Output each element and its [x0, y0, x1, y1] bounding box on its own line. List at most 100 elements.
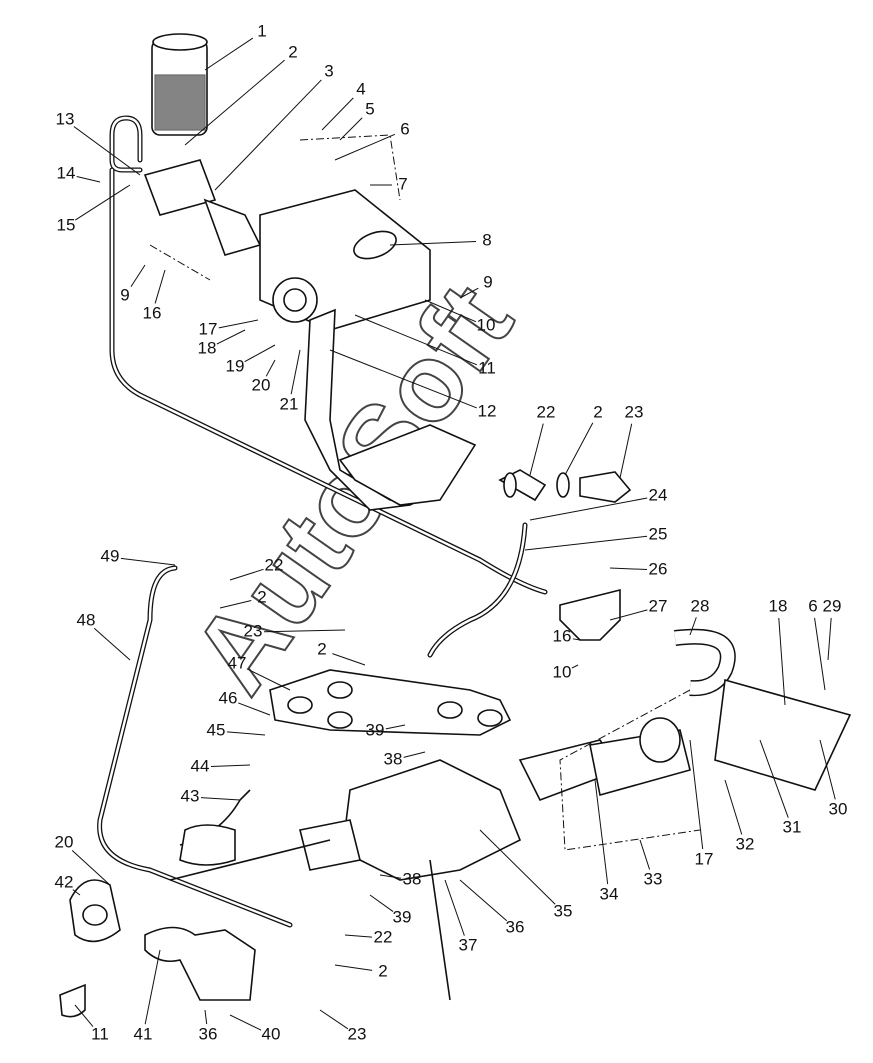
callout-number: 11 [91, 1024, 109, 1043]
callout-number: 6 [400, 119, 409, 138]
callout-number: 2 [378, 961, 387, 980]
pedal-pad [338, 424, 477, 506]
master-cylinder-body [143, 159, 217, 216]
leader-line [389, 240, 477, 246]
leader-line [724, 779, 743, 835]
callout-number: 32 [736, 834, 755, 853]
callout-number: 4 [356, 79, 365, 98]
callout-number: 36 [199, 1024, 218, 1043]
leader-line [459, 879, 508, 922]
leader-line [459, 287, 479, 299]
callout-number: 20 [252, 375, 271, 394]
callout-number: 19 [226, 356, 245, 375]
callout-number: 34 [600, 884, 619, 903]
leader-line [479, 829, 556, 905]
callout-number: 42 [55, 872, 74, 891]
callout-number: 16 [553, 626, 572, 645]
callout-number: 21 [280, 394, 299, 413]
leader-line [354, 314, 478, 366]
callout-number: 23 [244, 621, 263, 640]
callout-number: 2 [288, 42, 297, 61]
leader-line [689, 617, 697, 636]
leader-line [72, 889, 81, 896]
callout-number: 49 [101, 546, 120, 565]
callout-number: 1 [257, 21, 266, 40]
callout-number: 10 [553, 662, 572, 681]
leader-line [379, 874, 402, 879]
leader-line [778, 617, 786, 706]
leader-line [339, 117, 363, 141]
leader-line [290, 349, 301, 395]
leader-line [154, 269, 166, 304]
callout-number: 44 [191, 756, 210, 775]
callout-number: 17 [199, 319, 218, 338]
leader-line [814, 617, 826, 691]
leader-line [369, 894, 394, 912]
callout-number: 11 [478, 358, 496, 377]
leader-line [130, 264, 146, 288]
leader-line [144, 949, 161, 1025]
leader-line [216, 329, 246, 345]
leader-line [524, 535, 648, 551]
callout-number: 25 [649, 524, 668, 543]
leader-line [226, 731, 266, 736]
callout-number: 14 [57, 163, 76, 182]
leader-line [246, 668, 291, 691]
callout-number: 39 [393, 907, 412, 926]
callout-number: 22 [374, 927, 393, 946]
leader-line [218, 319, 259, 329]
leader-line [334, 964, 373, 971]
leader-line [385, 724, 406, 730]
lever [144, 926, 256, 1001]
leader-line [219, 600, 252, 609]
callout-number: 38 [403, 869, 422, 888]
callout-number: 9 [483, 272, 492, 291]
callout-number: 43 [181, 786, 200, 805]
callout-number: 16 [143, 303, 162, 322]
leader-line [571, 664, 579, 669]
banjo-bolt [579, 471, 632, 503]
callout-number: 38 [384, 749, 403, 768]
support-bracket [714, 678, 852, 791]
callout-number: 37 [459, 935, 478, 954]
callout-number: 3 [324, 61, 333, 80]
callout-number: 22 [537, 402, 556, 421]
callout-number: 2 [317, 639, 326, 658]
leader-line [572, 638, 581, 641]
leader-line [76, 176, 101, 183]
callout-number: 7 [398, 174, 407, 193]
callout-number: 2 [593, 402, 602, 421]
callout-number: 17 [695, 849, 714, 868]
leader-line [321, 97, 354, 131]
leader-line [200, 797, 241, 801]
callout-number: 9 [120, 285, 129, 304]
leader-line [74, 1004, 94, 1027]
callout-number: 46 [219, 688, 238, 707]
callout-number: 5 [365, 99, 374, 118]
callout-number: 23 [348, 1024, 367, 1043]
leader-line [529, 497, 648, 521]
leader-line [210, 764, 251, 768]
leader-line [204, 37, 254, 71]
callout-number: 45 [207, 720, 226, 739]
callout-number: 26 [649, 559, 668, 578]
leader-line [759, 739, 789, 818]
leader-line [93, 627, 131, 661]
leader-line [71, 850, 111, 886]
callout-number: 47 [228, 653, 247, 672]
slave-valve-body [344, 759, 522, 881]
leader-line [689, 739, 704, 850]
leader-lines [71, 37, 836, 1031]
leader-line [120, 557, 176, 566]
callout-number: 18 [769, 596, 788, 615]
callout-number: 30 [829, 799, 848, 818]
leader-line [332, 653, 366, 666]
leader-line [265, 359, 276, 377]
leader-line [184, 59, 285, 146]
leader-line [229, 568, 264, 581]
leader-line [609, 567, 648, 571]
leader-line [609, 609, 648, 621]
leader-line [594, 779, 609, 885]
leader-line [619, 423, 633, 479]
